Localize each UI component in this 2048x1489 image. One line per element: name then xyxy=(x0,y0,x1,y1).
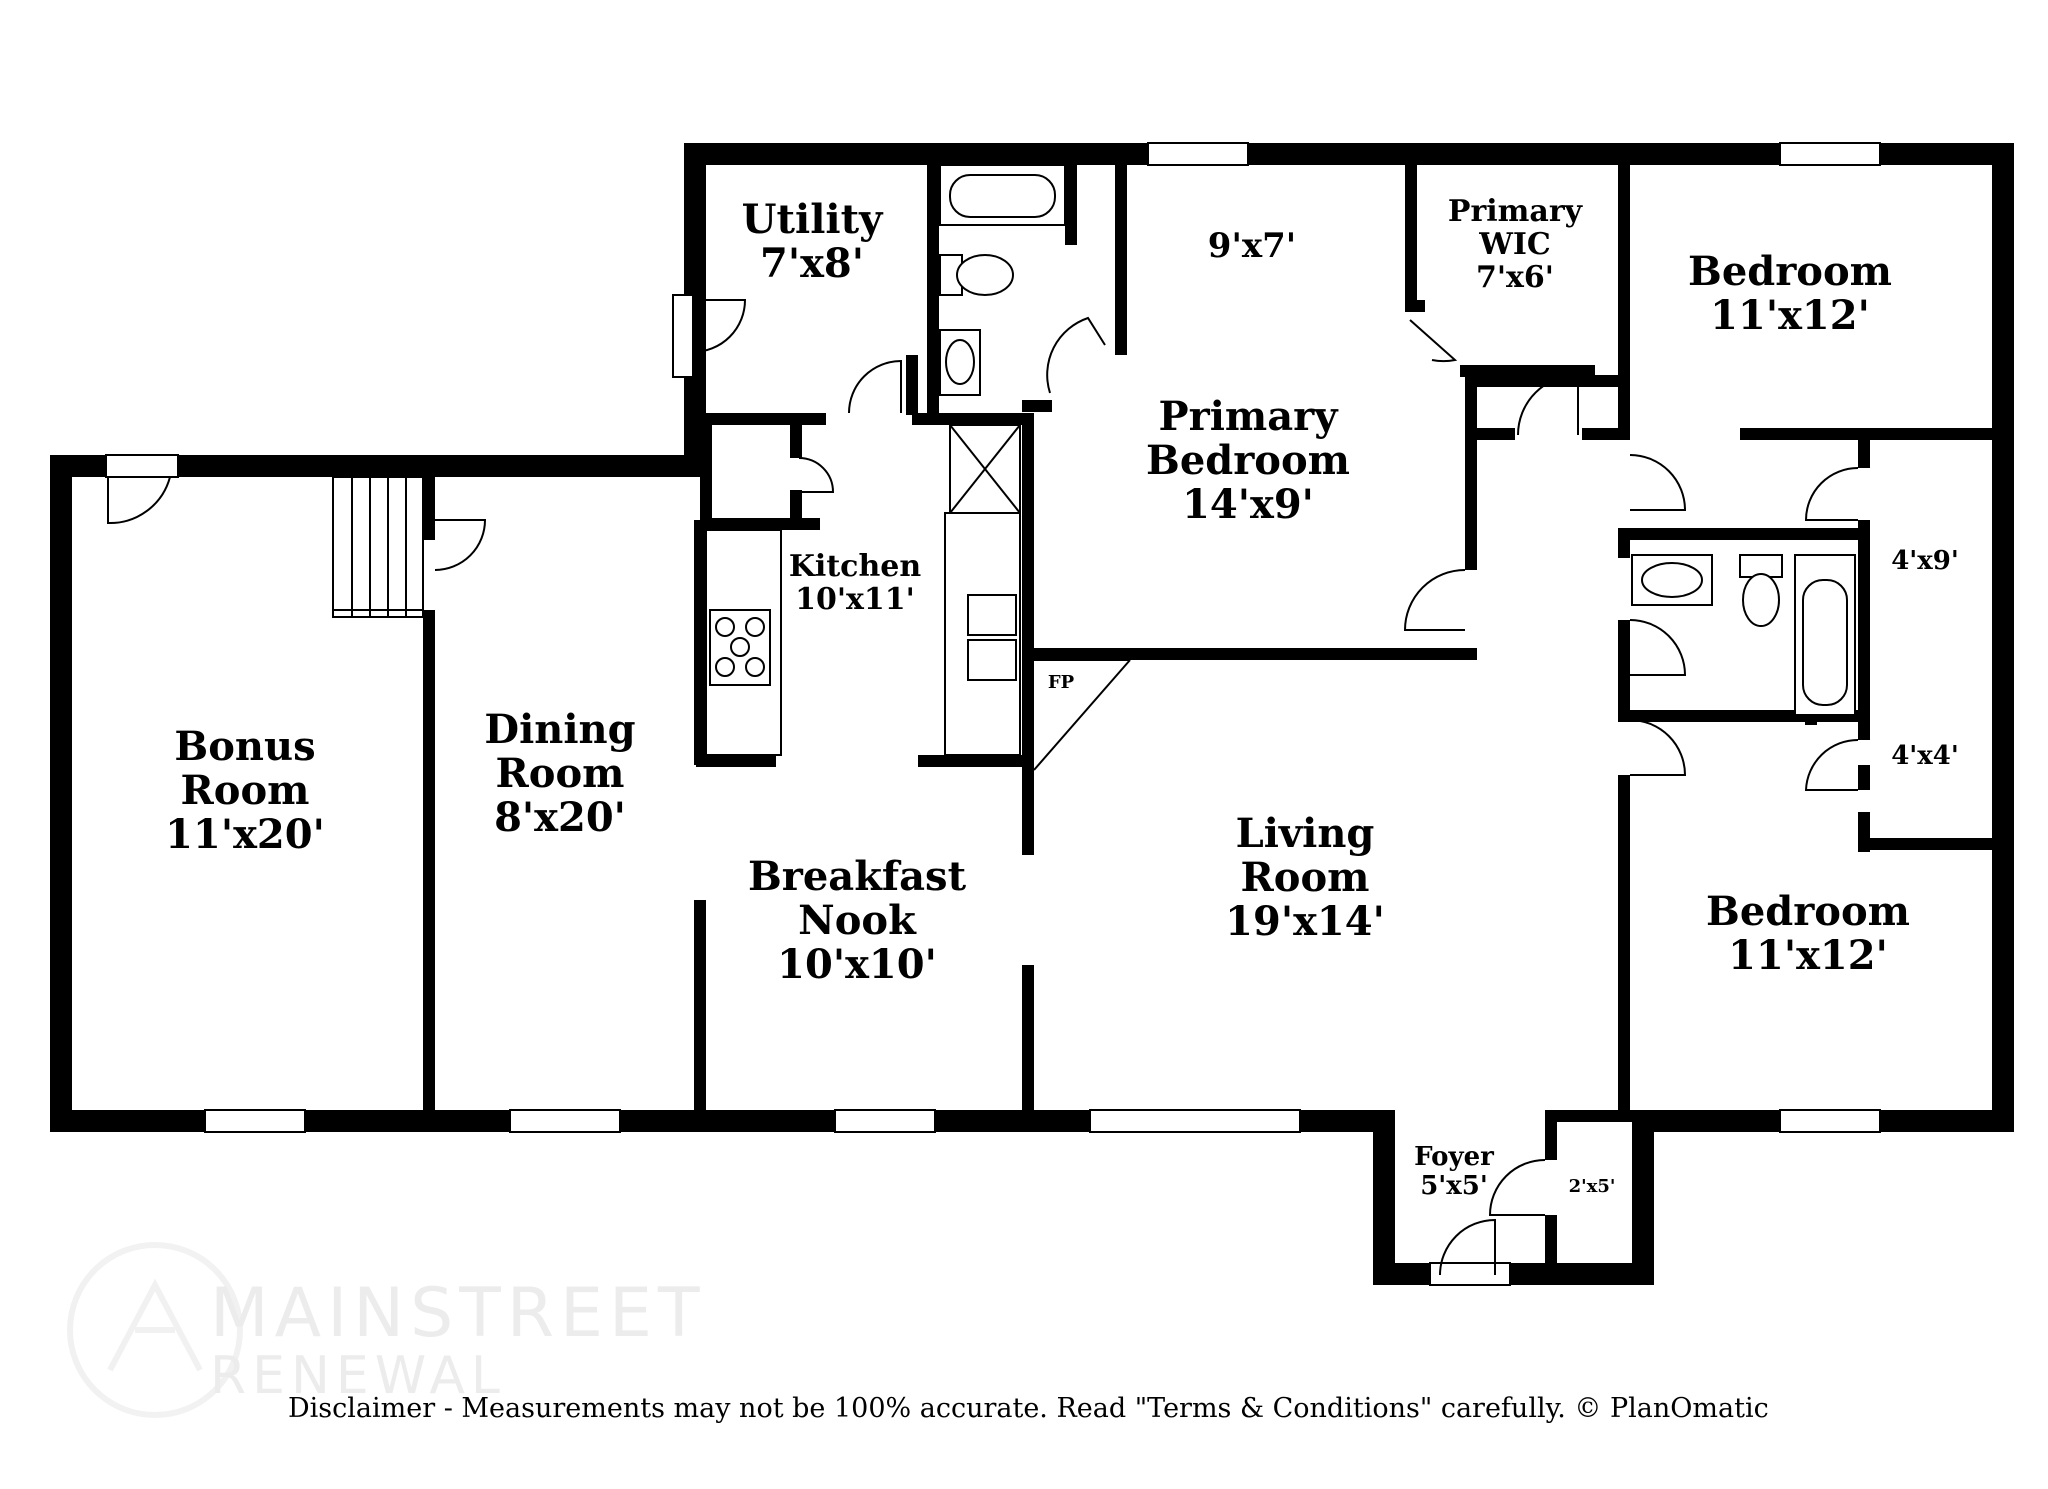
stairs xyxy=(332,476,424,618)
bedroom-bottom-name: Bedroom xyxy=(1706,888,1910,935)
watermark-text-2: RENEWAL xyxy=(210,1346,506,1406)
bonus-room-label: Bonus Room 11'x20' xyxy=(165,725,325,857)
living-room-name-1: Living xyxy=(1235,810,1375,857)
breakfast-nook-size: 10'x10' xyxy=(777,941,937,988)
primary-bedroom-name-2: Bedroom xyxy=(1146,437,1350,484)
kitchen-size: 10'x11' xyxy=(795,582,915,617)
primary-wic-name-2: WIC xyxy=(1479,227,1551,262)
primary-wic-name-1: Primary xyxy=(1447,194,1583,229)
breakfast-nook-name-2: Nook xyxy=(798,897,916,944)
bedroom-bottom-size: 11'x12' xyxy=(1728,932,1888,979)
bedroom-bottom-label: Bedroom 11'x12' xyxy=(1706,890,1910,978)
dining-room-label: Dining Room 8'x20' xyxy=(484,708,635,840)
disclaimer-text: Disclaimer - Measurements may not be 100… xyxy=(288,1393,1769,1424)
closet-4x4-label: 4'x4' xyxy=(1891,741,1959,771)
doors xyxy=(107,299,1859,1276)
fireplace-label: FP xyxy=(1047,672,1075,693)
living-room-label: Living Room 19'x14' xyxy=(1225,812,1385,944)
primary-bedroom-name-1: Primary xyxy=(1158,393,1338,440)
bedroom-top-name: Bedroom xyxy=(1688,248,1892,295)
bath-top-label: 9'x7' xyxy=(1207,226,1297,266)
primary-wic-label: Primary WIC 7'x6' xyxy=(1448,195,1582,294)
bedroom-top-size: 11'x12' xyxy=(1710,292,1870,339)
bonus-room-name-1: Bonus xyxy=(174,723,316,770)
foyer-name: Foyer xyxy=(1414,1142,1494,1172)
dining-room-name-2: Room xyxy=(495,750,625,797)
kitchen-fixtures xyxy=(705,424,1021,756)
foyer-size: 5'x5' xyxy=(1420,1170,1488,1201)
bath-top-size: 9'x7' xyxy=(1207,226,1297,266)
bedroom-top-label: Bedroom 11'x12' xyxy=(1688,250,1892,338)
interior-walls xyxy=(423,143,2002,1275)
dining-room-name-1: Dining xyxy=(484,706,636,753)
breakfast-nook-name-1: Breakfast xyxy=(747,853,967,900)
closet-4x9-label: 4'x9' xyxy=(1891,546,1959,576)
living-room-size: 19'x14' xyxy=(1225,898,1385,945)
primary-bedroom-label: Primary Bedroom 14'x9' xyxy=(1146,395,1350,527)
watermark-text-1: MAINSTREET xyxy=(210,1274,706,1353)
bonus-room-name-2: Room xyxy=(180,767,310,814)
dining-room-size: 8'x20' xyxy=(494,794,626,841)
bonus-room-size: 11'x20' xyxy=(165,811,325,858)
foyer-label: Foyer 5'x5' xyxy=(1414,1143,1494,1200)
fireplace-icon xyxy=(1033,659,1131,771)
bath-fixtures xyxy=(939,164,1856,716)
kitchen-name: Kitchen xyxy=(788,549,922,584)
kitchen-label: Kitchen 10'x11' xyxy=(789,550,921,616)
closet-2x5-label: 2'x5' xyxy=(1568,1176,1616,1197)
utility-size: 7'x8' xyxy=(759,240,865,287)
living-room-name-2: Room xyxy=(1240,854,1370,901)
watermark-logo-icon xyxy=(67,1242,243,1418)
breakfast-nook-label: Breakfast Nook 10'x10' xyxy=(748,855,966,987)
windows xyxy=(105,142,1881,1286)
primary-bedroom-size: 14'x9' xyxy=(1182,481,1314,528)
utility-label: Utility 7'x8' xyxy=(742,198,883,286)
utility-name: Utility xyxy=(741,196,883,243)
primary-wic-size: 7'x6' xyxy=(1475,260,1554,295)
